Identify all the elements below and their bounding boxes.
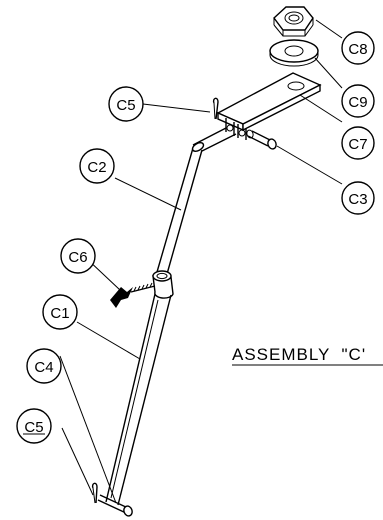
- upper-tube-part: [156, 127, 237, 275]
- thumb-screw-part: [110, 282, 156, 308]
- collar-part: [152, 270, 174, 299]
- callout-c3: C3: [341, 181, 375, 215]
- callout-c2: C2: [79, 148, 115, 184]
- callout-c1-label: C1: [50, 305, 69, 322]
- hex-nut-part: [273, 6, 314, 37]
- assembly-title: ASSEMBLY "C': [232, 345, 383, 366]
- bottom-clip-pin-part: [91, 482, 98, 504]
- callout-c2-label: C2: [87, 159, 106, 176]
- callout-c8-label: C8: [348, 41, 367, 58]
- callout-c9: C9: [341, 84, 375, 118]
- bottom-pin-part: [97, 494, 133, 517]
- callout-c8: C8: [341, 31, 375, 65]
- callout-c5-top-label: C5: [116, 97, 135, 114]
- lower-tube-part: [105, 293, 172, 506]
- callout-c4: C4: [26, 348, 62, 384]
- callout-c1: C1: [42, 294, 78, 330]
- callout-c5-top: C5: [108, 86, 144, 122]
- bracket-plate-part: [216, 72, 322, 140]
- callout-c4-label: C4: [34, 359, 53, 376]
- clevis-pin-part: [246, 129, 277, 150]
- callout-c7-label: C7: [348, 136, 367, 153]
- callout-c6: C6: [60, 238, 96, 274]
- assembly-title-text: ASSEMBLY "C': [232, 345, 366, 364]
- callout-c9-label: C9: [348, 94, 367, 111]
- callout-c5-bottom-label: C5: [24, 419, 43, 436]
- callout-c6-label: C6: [68, 249, 87, 266]
- washer-part: [269, 39, 319, 67]
- callout-c3-label: C3: [348, 191, 367, 208]
- top-clip-pin-part: [212, 97, 219, 120]
- callout-c5-bottom: C5: [16, 408, 52, 444]
- callout-c7: C7: [341, 126, 375, 160]
